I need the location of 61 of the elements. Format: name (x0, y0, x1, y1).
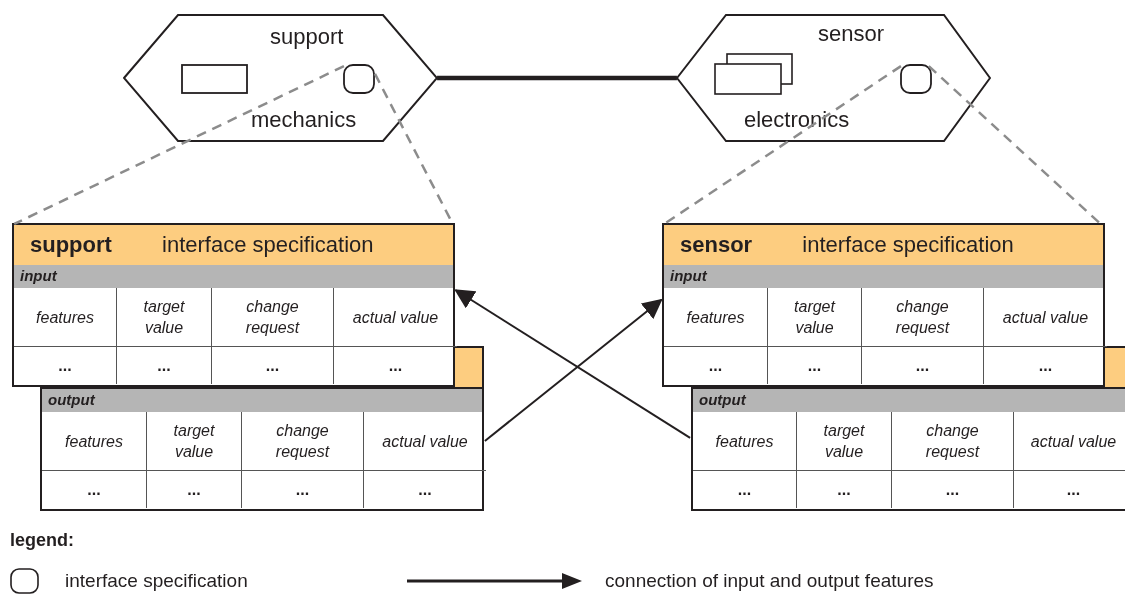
table-cell: change request (212, 288, 334, 347)
table-cell: ... (14, 347, 117, 384)
table-cell: actual value (334, 288, 457, 347)
table-cell: ... (768, 347, 862, 384)
table-cell: features (42, 412, 147, 471)
component-hexagon (123, 14, 438, 142)
interface-symbol-icon (343, 64, 375, 94)
leader-line (663, 65, 902, 226)
specification-table (12, 223, 455, 387)
leader-line (13, 64, 345, 226)
table-cell-text: ... (1065, 480, 1082, 500)
specification-table (662, 223, 1105, 387)
table-cell: ... (693, 471, 797, 508)
table-cell: actual value (364, 412, 486, 471)
table-cell: target value (797, 412, 892, 471)
interface-symbol-icon (900, 64, 932, 94)
table-cell: features (693, 412, 797, 471)
component-name: mechanics (251, 107, 357, 133)
table-title: support interface specification (30, 232, 374, 258)
legend-heading: legend: (10, 530, 74, 551)
table-cell-text: ... (1037, 356, 1054, 376)
section-label: output (48, 391, 95, 408)
table-cell: change request (242, 412, 364, 471)
table-cell: features (664, 288, 768, 347)
section-label: input (670, 267, 707, 284)
table-cell-text: ... (417, 480, 433, 500)
table-cell: features (14, 288, 117, 347)
specification-table (40, 387, 484, 511)
legend-text: connection of input and output features (605, 570, 934, 592)
table-cell: target value (117, 288, 212, 347)
component-rectangle-icon (181, 64, 248, 94)
table-cell: ... (892, 471, 1014, 508)
table-cell: ... (42, 471, 147, 508)
table-cell: ... (242, 471, 364, 508)
table-cell: actual value (984, 288, 1107, 347)
table-cell: change request (862, 288, 984, 347)
table-cell: ... (664, 347, 768, 384)
table-cell: actual value (1014, 412, 1125, 471)
table-title: sensor interface specification (680, 232, 1014, 258)
table-cell: ... (797, 471, 892, 508)
table-cell: ... (117, 347, 212, 384)
table-cell: target value (768, 288, 862, 347)
leader-line (927, 65, 1102, 225)
table-cell: target value (147, 412, 242, 471)
section-label: input (20, 267, 57, 284)
table-cell: ... (212, 347, 334, 384)
section-label: output (699, 391, 746, 408)
component-hexagon (676, 14, 991, 142)
table-cell-text: ... (387, 356, 404, 376)
component-name: support (270, 24, 344, 50)
legend-text: interface specification (65, 570, 248, 592)
arrow (454, 289, 692, 439)
stacked-rectangles-icon (714, 53, 793, 95)
component-name: electronics (744, 107, 850, 133)
table-cell: ... (147, 471, 242, 508)
specification-table (691, 387, 1125, 511)
arrow (483, 298, 663, 442)
table-cell: ... (862, 347, 984, 384)
table-cell: change request (892, 412, 1014, 471)
connection-line (437, 75, 677, 81)
component-name: sensor (818, 21, 885, 47)
